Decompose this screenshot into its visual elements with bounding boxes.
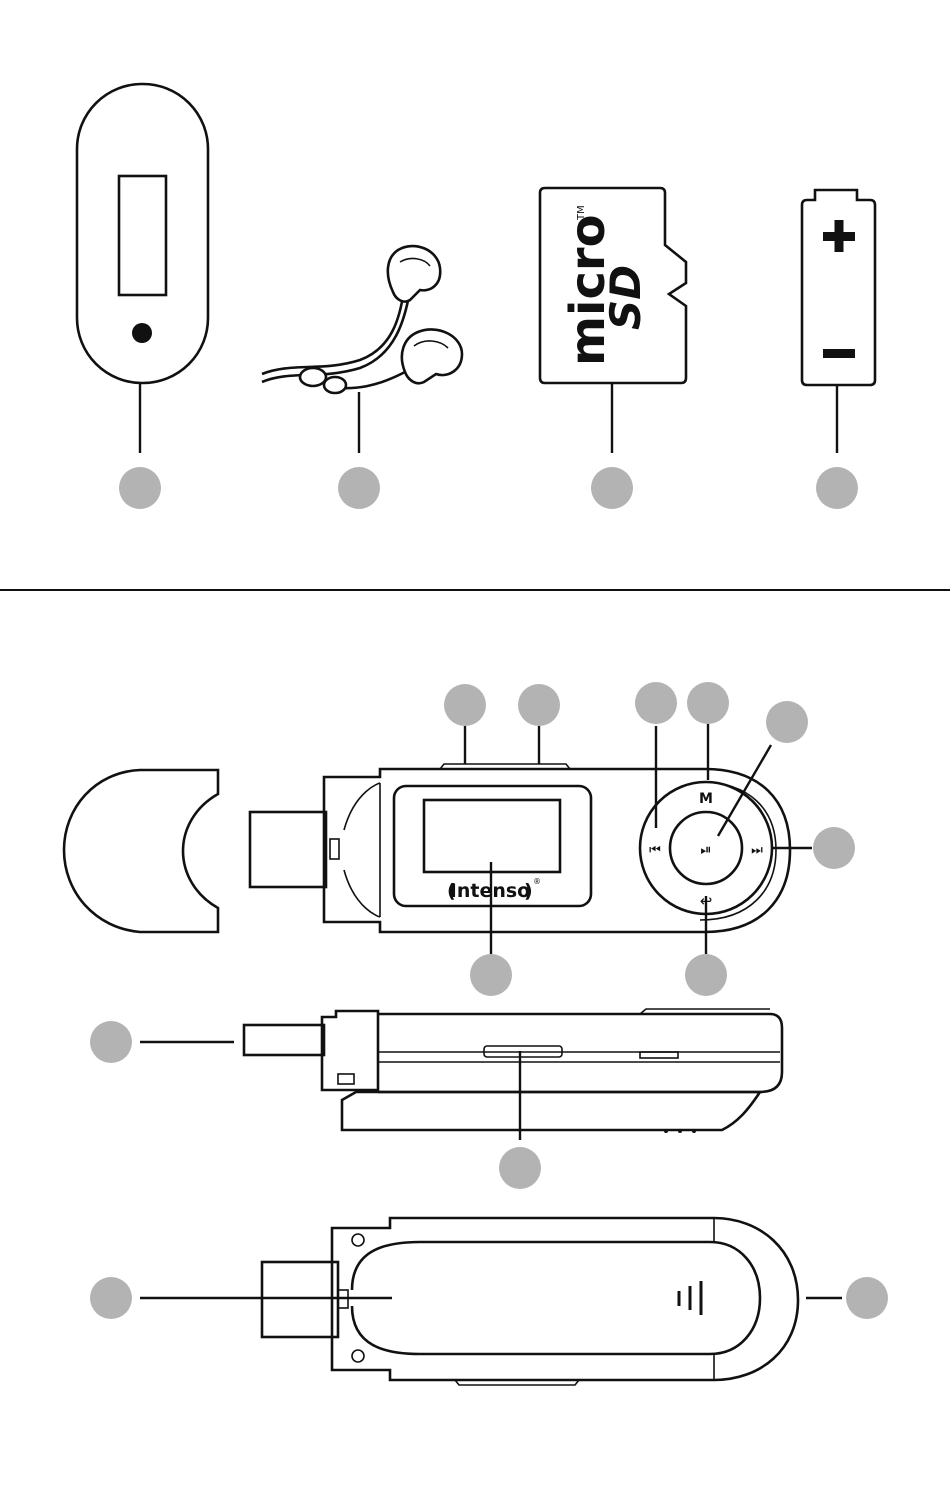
usb-cap	[64, 770, 218, 932]
display-screen	[424, 800, 560, 872]
callout-marker	[444, 684, 486, 726]
callout-marker	[499, 1147, 541, 1189]
registered-mark: ®	[533, 877, 541, 886]
callout-marker	[813, 827, 855, 869]
next-button[interactable]: ⏭	[751, 843, 763, 858]
microsd-card-icon: micro SD TM	[540, 188, 686, 509]
player-front-icon	[77, 84, 208, 509]
callout-marker	[90, 1277, 132, 1319]
callout-marker	[816, 467, 858, 509]
callout-marker	[766, 701, 808, 743]
callout-marker	[591, 467, 633, 509]
earphones-icon	[262, 246, 462, 509]
svg-text:TM: TM	[576, 205, 587, 221]
brand-paren-left: (	[447, 880, 456, 902]
menu-button[interactable]: M	[699, 791, 713, 807]
svg-text:SD: SD	[601, 265, 650, 330]
usb-plug-back	[262, 1262, 338, 1337]
usb-plug	[250, 812, 326, 887]
previous-button[interactable]: ⏮	[649, 843, 661, 858]
usb-plug-side	[244, 1025, 324, 1055]
brand-paren-right: )	[524, 880, 533, 902]
callout-marker	[685, 954, 727, 996]
callout-marker	[119, 467, 161, 509]
callout-marker	[846, 1277, 888, 1319]
player-front-view: Intenso ® ( ) M ⏮ ⏯ ⏭ ↩	[64, 682, 855, 996]
callout-marker	[635, 682, 677, 724]
callout-marker	[470, 954, 512, 996]
player-side-view	[90, 1009, 782, 1189]
callout-marker	[518, 684, 560, 726]
battery-icon	[802, 190, 875, 509]
player-back-view	[90, 1218, 888, 1385]
play-pause-icon: ⏯	[700, 842, 711, 858]
callout-marker	[90, 1021, 132, 1063]
callout-marker	[338, 467, 380, 509]
callout-marker	[687, 682, 729, 724]
